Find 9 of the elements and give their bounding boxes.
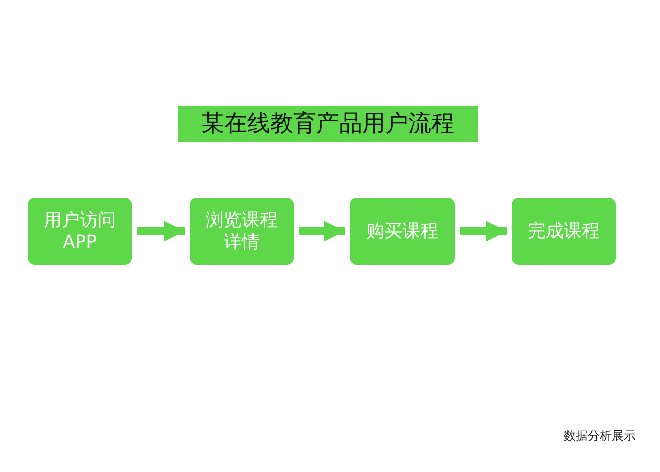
process-box: 浏览课程详情	[190, 198, 294, 265]
process-box: 购买课程	[350, 198, 455, 265]
arrow	[299, 221, 345, 242]
process-box: 用户访问 APP	[28, 198, 132, 265]
process-box: 完成课程	[512, 198, 616, 265]
title-banner: 某在线教育产品用户流程	[178, 106, 478, 142]
note-text: 数据分析展示	[563, 428, 637, 445]
arrow	[137, 221, 185, 242]
arrow	[460, 221, 507, 242]
